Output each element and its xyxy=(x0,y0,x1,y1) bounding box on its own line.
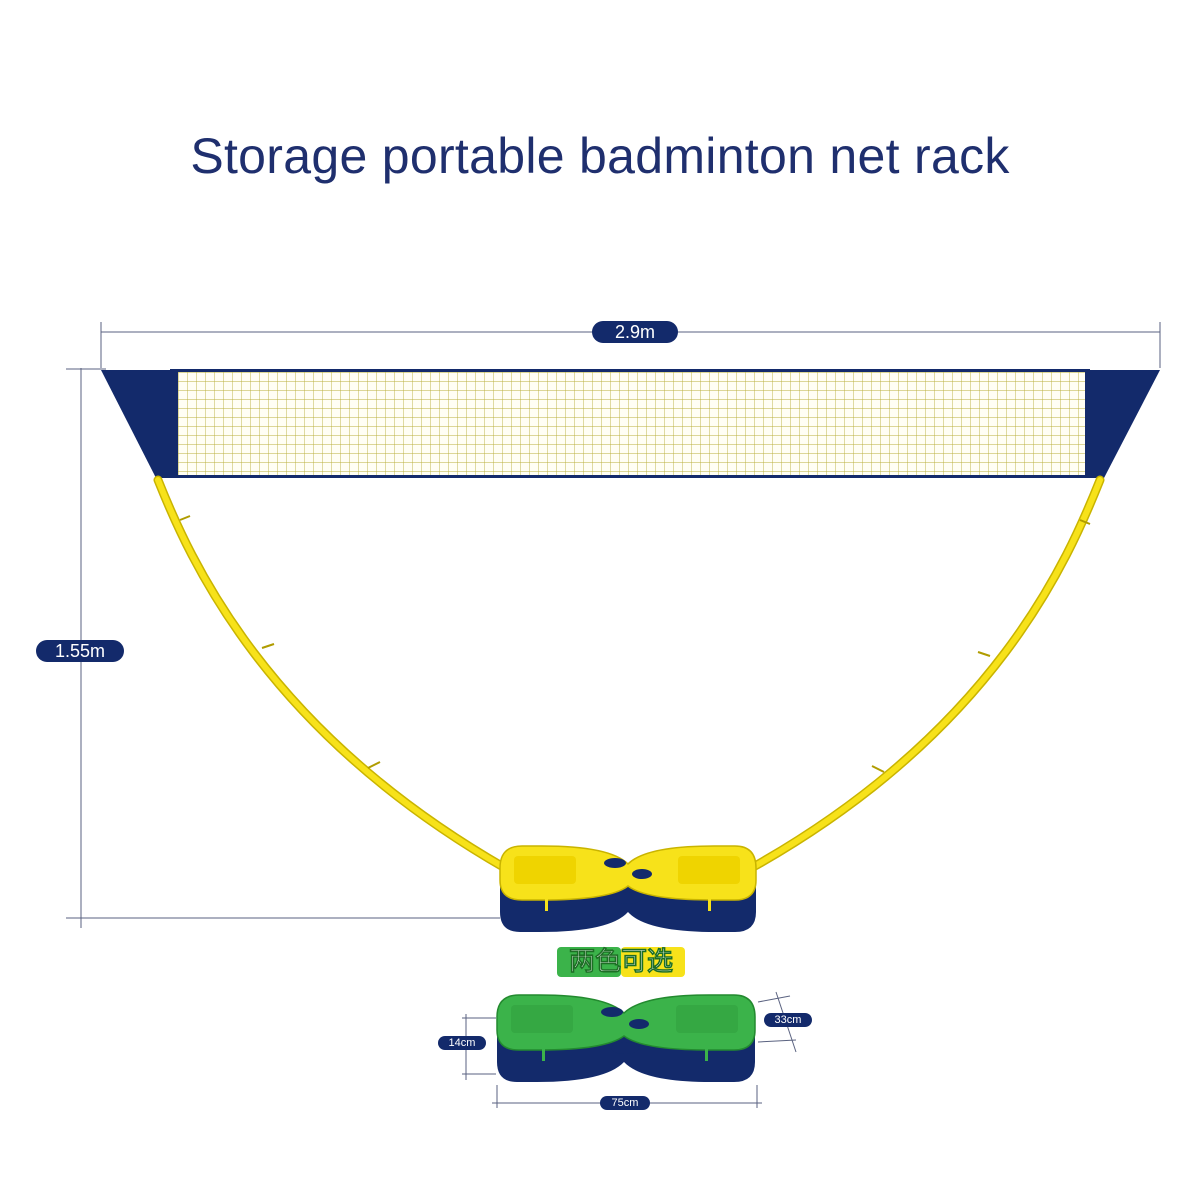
base-depth-dimension: 33cm xyxy=(757,991,812,1053)
width-dimension: 2.9m xyxy=(100,321,1161,368)
base-hole xyxy=(601,1007,623,1017)
pole-joint xyxy=(261,643,275,649)
base-foot xyxy=(545,895,548,911)
base-hole xyxy=(611,1042,639,1054)
green-base xyxy=(496,994,756,1082)
left-pole xyxy=(155,477,508,871)
base-length-label: 75cm xyxy=(612,1097,639,1109)
base-pocket-left xyxy=(514,856,576,884)
pole-joint xyxy=(977,651,991,657)
color-option-badge: 两色可选 xyxy=(557,946,685,977)
base-foot xyxy=(705,1045,708,1061)
base-depth-label: 33cm xyxy=(775,1014,802,1026)
yellow-base xyxy=(499,845,757,932)
width-label-pill xyxy=(592,321,678,343)
color-option-label: 两色可选 xyxy=(569,946,673,977)
base-length-dimension: 75cm xyxy=(492,1085,762,1110)
base-foot xyxy=(708,895,711,911)
net-bottom-band xyxy=(170,475,1090,478)
pole-joint xyxy=(179,515,191,521)
base-hole xyxy=(604,858,626,868)
pole-joint xyxy=(871,765,885,773)
base-hole xyxy=(632,869,652,879)
base-pocket-left xyxy=(511,1005,573,1033)
width-label: 2.9m xyxy=(615,322,655,342)
base-height-label: 14cm xyxy=(449,1037,476,1049)
height-label-pill xyxy=(36,640,124,662)
base-pocket-right xyxy=(678,856,740,884)
net xyxy=(101,369,1160,478)
net-left-side-panel xyxy=(101,370,178,478)
height-dimension: 1.55m xyxy=(36,368,500,928)
pole-joint xyxy=(367,761,381,769)
net-mesh xyxy=(178,371,1085,477)
net-top-band xyxy=(170,369,1090,372)
height-label: 1.55m xyxy=(55,641,105,661)
base-pocket-right xyxy=(676,1005,738,1033)
pole-joint xyxy=(1079,519,1091,525)
base-height-dimension: 14cm xyxy=(438,1014,496,1080)
page-title: Storage portable badminton net rack xyxy=(190,128,1010,184)
poles xyxy=(153,475,1105,873)
base-foot xyxy=(542,1045,545,1061)
base-hole xyxy=(614,892,642,904)
net-right-side-panel xyxy=(1085,370,1160,478)
base-hole xyxy=(629,1019,649,1029)
right-pole xyxy=(752,477,1103,869)
